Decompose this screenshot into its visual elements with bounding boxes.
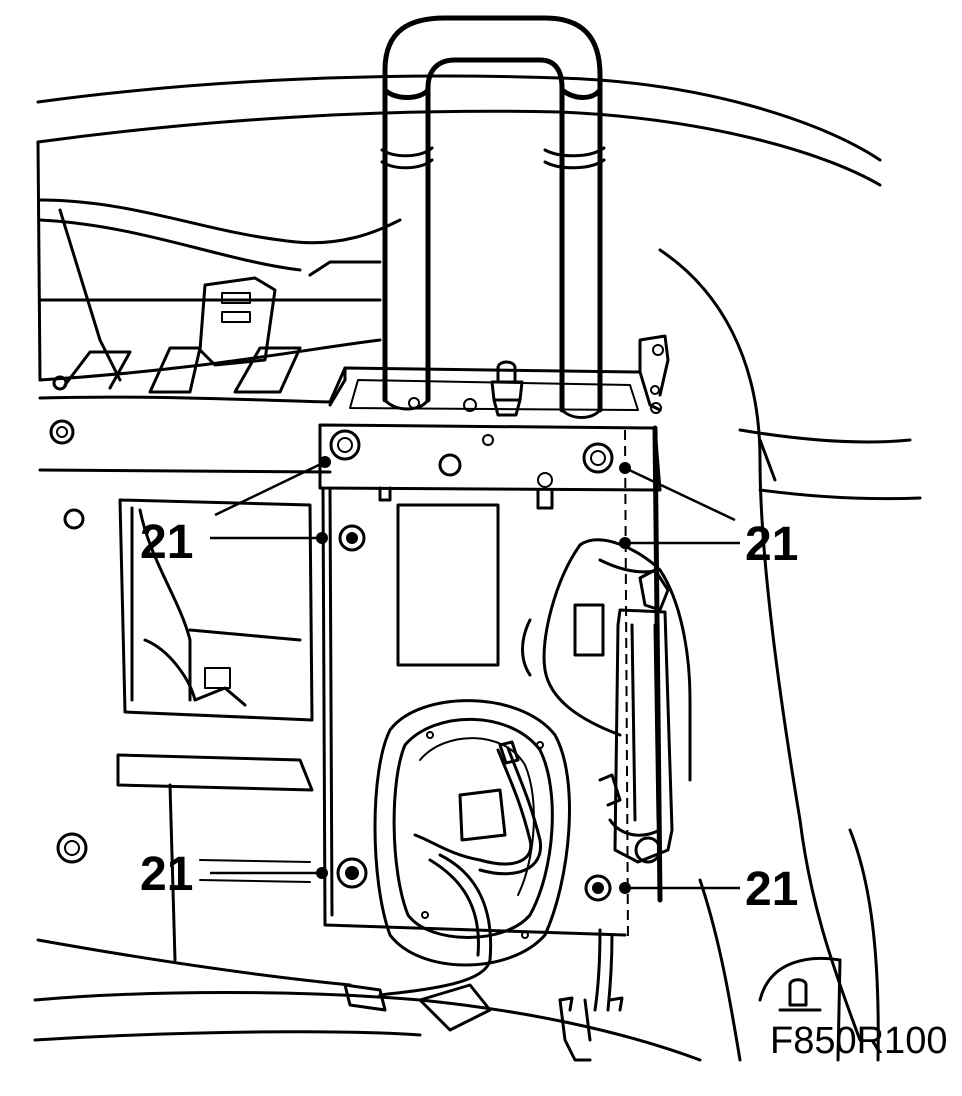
callout-label-lower-right: 21 [745,863,798,916]
car-body-contour [36,74,882,382]
callout-labels: 21 21 21 21 21 21 [140,516,798,916]
bolt-lower-right [584,874,612,902]
trim-clip [52,276,302,394]
stud-bolt [408,360,524,417]
cross-beam [38,395,332,530]
callout-leaders [210,456,740,894]
figure-code: F850R100 [770,1020,947,1062]
belt-housing [521,538,692,864]
bolt-mid-left [338,524,366,552]
bolt-upper-right [582,442,614,474]
handle-box-frame [328,334,670,414]
callout-label-lower-left: 21 [140,848,193,901]
callout-label-upper-left: 21 [140,516,193,569]
lower-area [33,878,822,1062]
bolt-lower-left [336,857,368,889]
left-openings [56,498,314,962]
side-panel-right [658,248,922,1062]
mounting-bolts [329,429,614,902]
cable-grommet [373,699,571,997]
u-shaped-handle [380,15,606,419]
bolt-upper-left [329,429,361,461]
callout-label-upper-right: 21 [745,518,798,571]
